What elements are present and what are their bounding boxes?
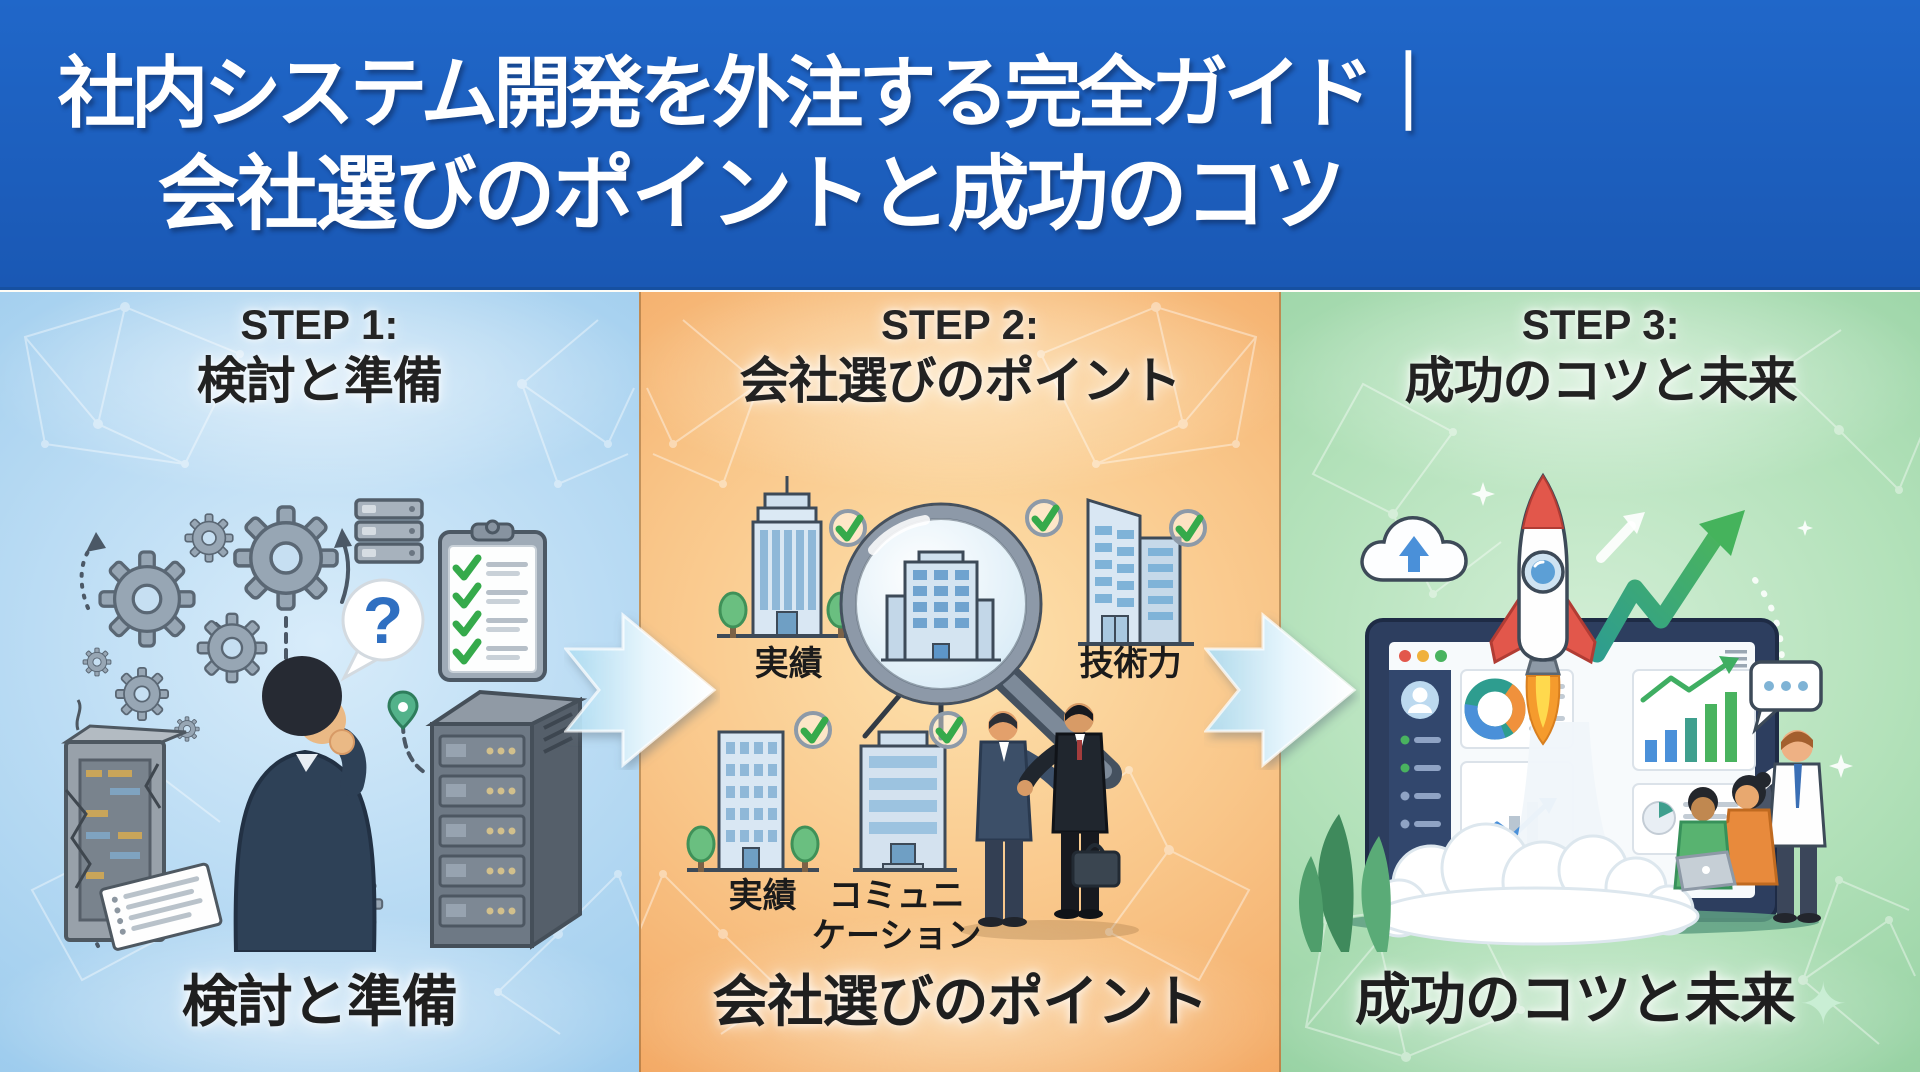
flow-arrow-step1-step2 <box>564 611 717 769</box>
building-icon-bottom-center <box>852 730 957 872</box>
step3-heading: STEP 3: 成功のコツと未来 <box>1281 298 1920 410</box>
checklist-icon <box>438 519 547 682</box>
building-icon-bottom-left <box>686 730 820 874</box>
flow-arrow-step2-step3 <box>1204 611 1357 769</box>
step2-heading: STEP 2: 会社選びのポイント <box>641 298 1280 410</box>
server-stack-icon <box>354 498 424 564</box>
question-bubble-icon: ? <box>340 578 425 682</box>
businessman-right <box>1016 703 1121 919</box>
header-title-line2: 会社選びのポイントと成功のコツ <box>157 148 1345 240</box>
label-gijutsuryoku: 技術力 <box>1079 645 1182 683</box>
server-rack-icon <box>425 689 588 950</box>
header-title: 社内システム開発を外注する完全ガイド｜ 会社選びのポイントと成功のコツ <box>0 42 1500 245</box>
step1-panel: STEP 1: 検討と準備 <box>0 292 639 1072</box>
growth-arrow-icon <box>1588 510 1746 663</box>
sidebar-items <box>1400 735 1442 829</box>
check-icon <box>1171 511 1205 545</box>
person-with-laptop <box>1673 787 1738 892</box>
location-pin-icon <box>387 690 419 731</box>
building-icon-top-left <box>716 476 857 640</box>
check-icon <box>796 713 830 747</box>
magnifier-icon <box>839 502 1122 789</box>
handshake-figures <box>958 703 1139 940</box>
document-sheet-icon <box>99 862 223 951</box>
speech-dots-icon <box>1749 660 1824 735</box>
step1-title: 検討と準備 <box>196 352 443 409</box>
cloud-upload-icon <box>1360 516 1469 582</box>
step1-label: STEP 1: <box>240 301 399 348</box>
step3-label: STEP 3: <box>1521 301 1680 348</box>
team-figures <box>1673 730 1827 923</box>
step2-caption: 会社選びのポイント <box>712 970 1209 1033</box>
step1-illustration: ? <box>61 498 588 952</box>
label-communication: コミュニ ケーション <box>812 877 982 956</box>
step3-illustration <box>1299 472 1854 952</box>
check-icon <box>831 511 865 545</box>
step2-title: 会社選びのポイント <box>739 352 1182 409</box>
building-icon-top-right <box>1077 497 1194 646</box>
step1-heading: STEP 1: 検討と準備 <box>0 298 639 410</box>
check-icon <box>1027 501 1061 535</box>
avatar <box>1401 681 1440 719</box>
bar-chart-card <box>1632 656 1757 771</box>
question-mark: ? <box>363 583 403 657</box>
step1-caption: 検討と準備 <box>181 970 458 1033</box>
label-jisseki-top: 実績 <box>754 645 823 683</box>
sparkle-icon: ✦ <box>1798 972 1848 1037</box>
header-banner: 社内システム開発を外注する完全ガイド｜ 会社選びのポイントと成功のコツ <box>0 0 1920 290</box>
step3-caption: 成功のコツと未来✦ <box>1281 955 1920 1038</box>
header-title-line1: 社内システム開発を外注する完全ガイド｜ <box>57 49 1448 137</box>
step2-panel: STEP 2: 会社選びのポイント <box>638 292 1282 1072</box>
step2-illustration <box>686 476 1281 940</box>
step3-caption-text: 成功のコツと未来 <box>1354 967 1796 1031</box>
label-jisseki-bottom: 実績 <box>728 877 797 915</box>
step2-label: STEP 2: <box>881 301 1039 348</box>
businessman-figure <box>233 656 377 952</box>
leaf-decor <box>1299 814 1392 952</box>
steps-row: STEP 1: 検討と準備 <box>0 290 1920 1072</box>
step3-panel: STEP 3: 成功のコツと未来 <box>1281 292 1920 1072</box>
check-icon <box>931 713 965 747</box>
rocket-icon <box>1489 472 1597 746</box>
step3-title: 成功のコツと未来 <box>1404 352 1798 409</box>
